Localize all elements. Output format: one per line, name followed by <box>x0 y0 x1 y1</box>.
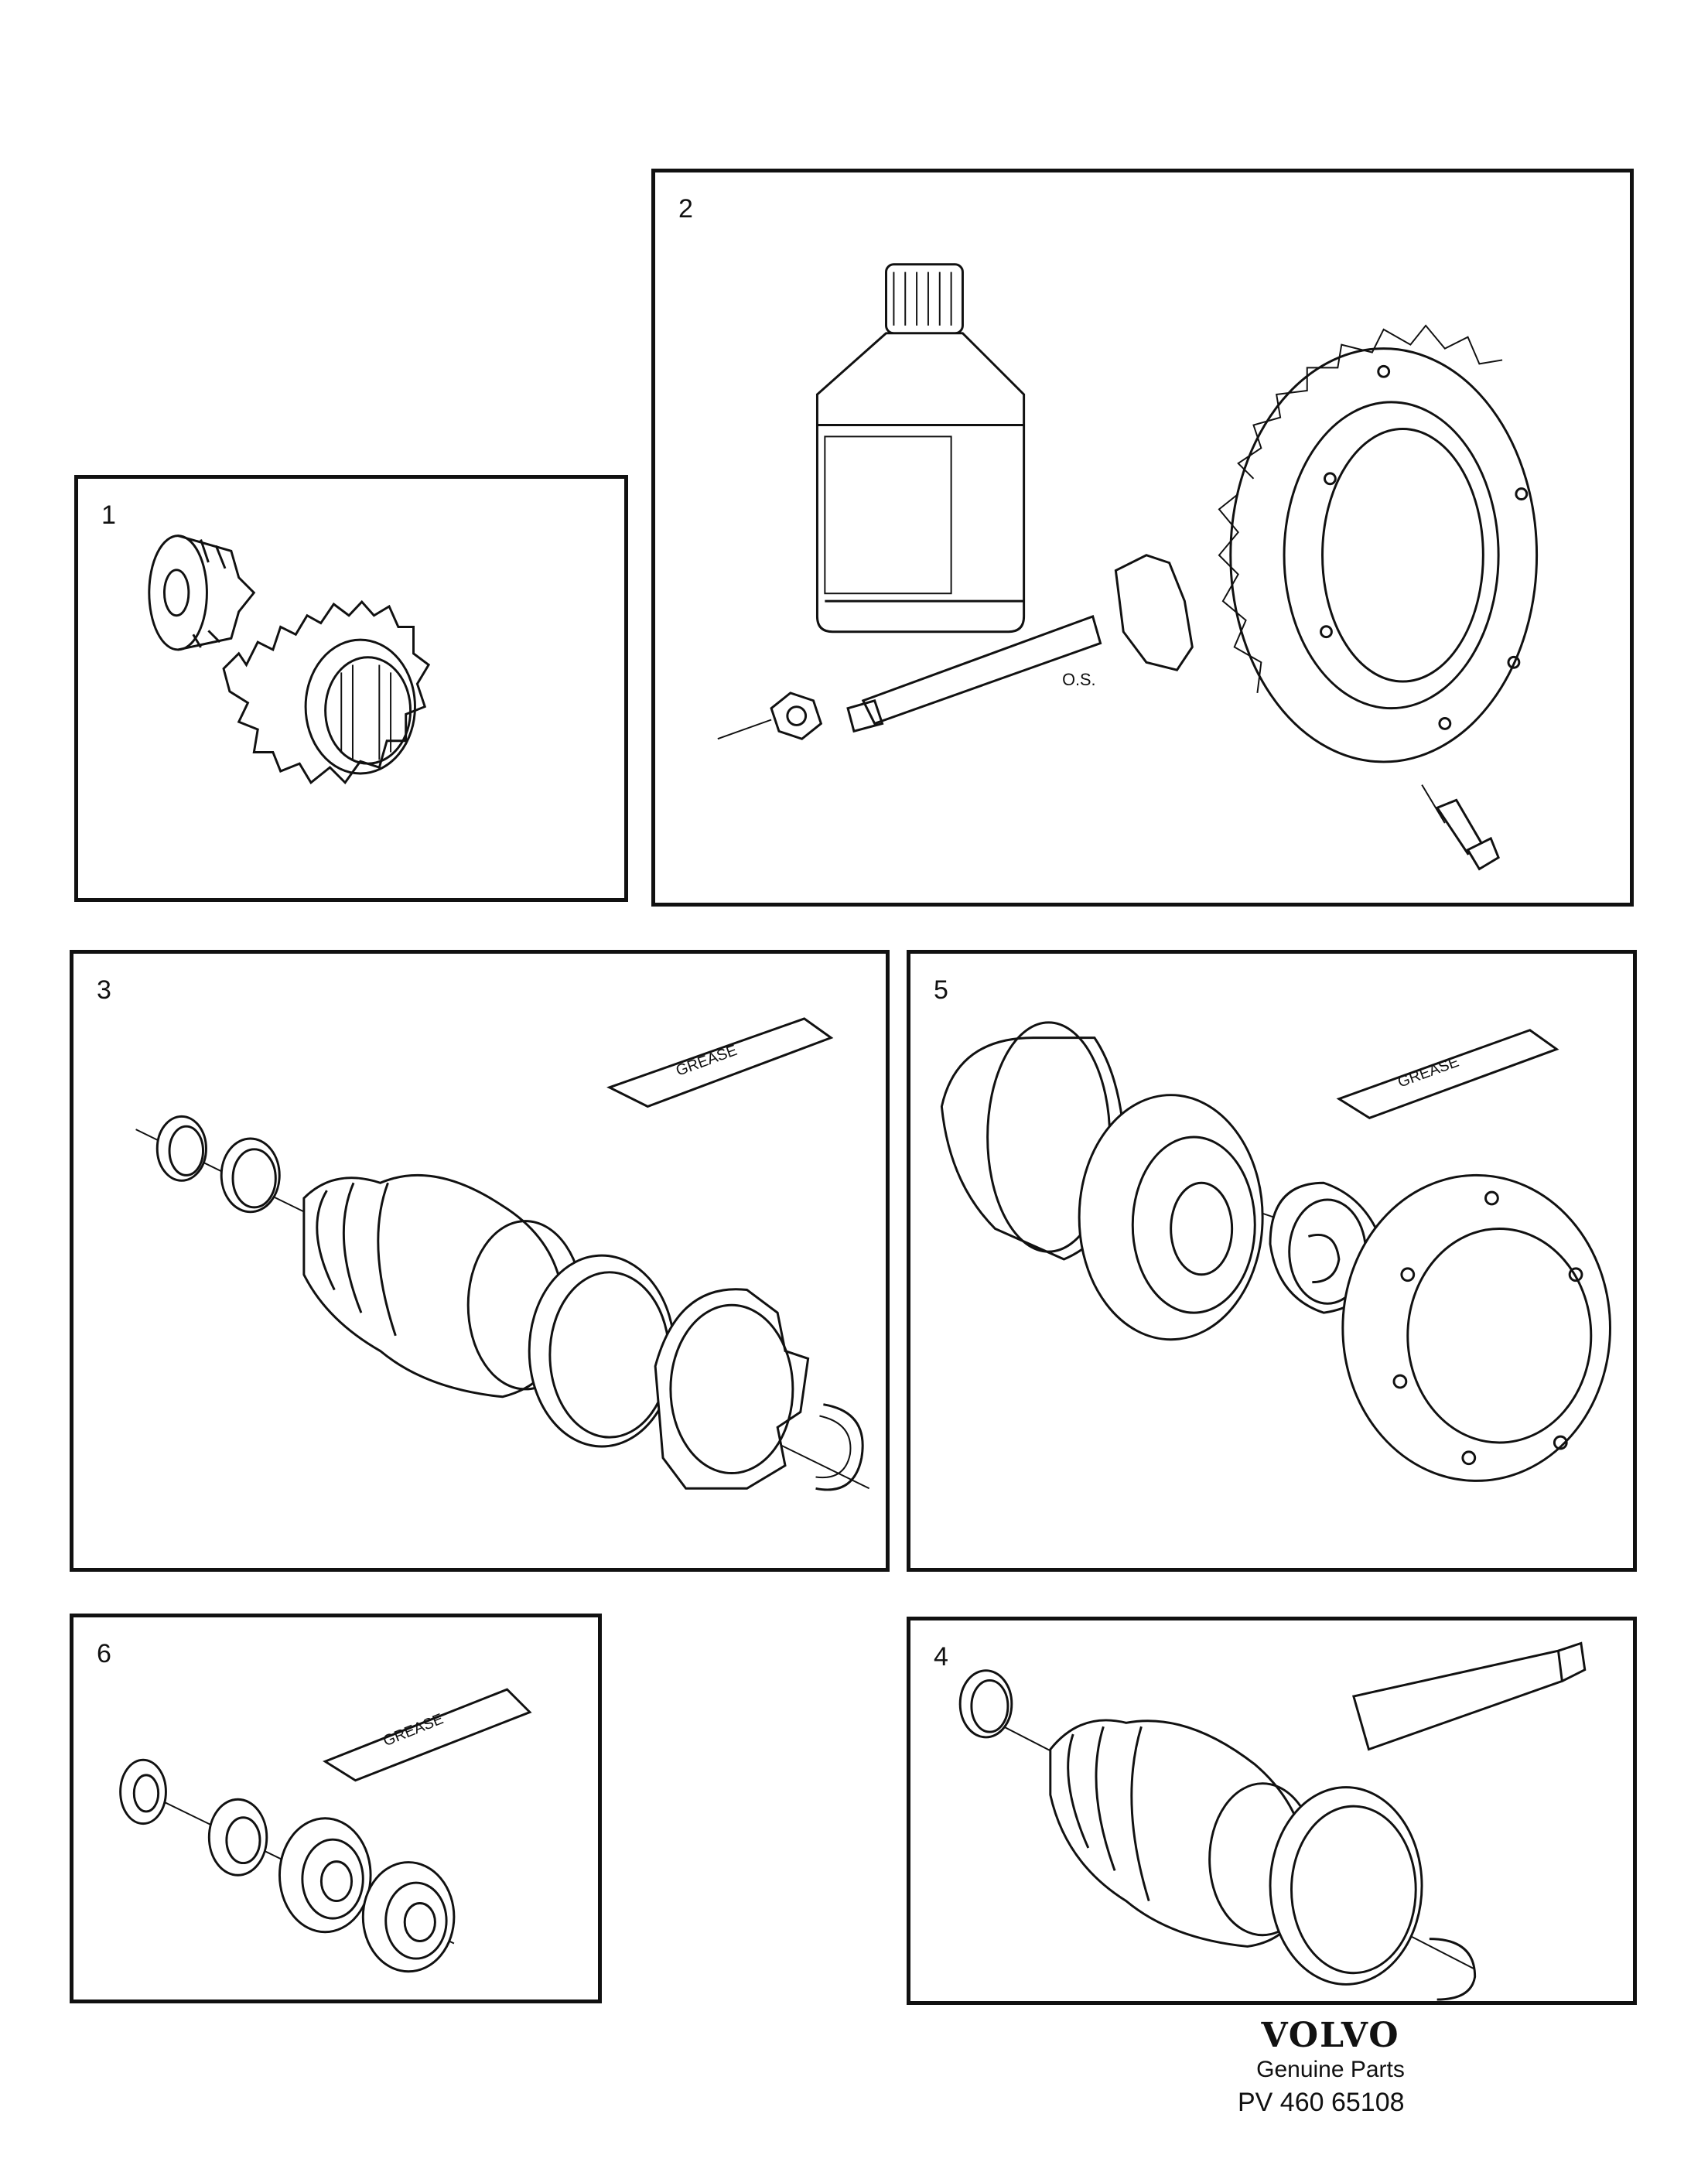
brand-block: VOLVO Genuine Parts PV 460 65108 <box>1238 2016 1423 2118</box>
oil-bottle-icon <box>815 263 1026 634</box>
panel-number: 2 <box>678 194 693 224</box>
panel-6: 6 GREASE <box>70 1614 602 2003</box>
grease-sachet-icon: GREASE <box>1336 1029 1559 1119</box>
circlip-icon <box>1307 1233 1341 1284</box>
panel-5: 5 GREASE <box>907 950 1637 1572</box>
clamp-ring-icon <box>1269 1786 1423 1986</box>
panel-number: 3 <box>97 975 111 1005</box>
pinion-gear-icon <box>148 534 256 651</box>
panel-3: 3 GREASE <box>70 950 890 1572</box>
circlip-icon <box>815 1403 864 1491</box>
bolt-icon <box>1421 784 1500 871</box>
cv-joint-icon <box>1078 1094 1264 1341</box>
panel-number: 4 <box>934 1642 948 1672</box>
gear-mark-label: O.S. <box>1062 670 1096 689</box>
bearing-kit-illustration: GREASE <box>119 1688 532 1973</box>
grease-sachet-icon: GREASE <box>606 1017 834 1108</box>
panel-2: 2 O.S. <box>651 169 1634 907</box>
panel-1: 1 <box>74 475 628 902</box>
cv-joint-kit-illustration: GREASE <box>940 1021 1611 1482</box>
cv-joint-icon <box>654 1288 810 1490</box>
seal-icon <box>119 1758 167 1825</box>
clamp-ring-icon <box>155 1115 281 1214</box>
hub-flange-icon <box>1341 1173 1611 1482</box>
boot-kit-tube-illustration <box>958 1641 1587 2001</box>
ring-gear-icon <box>1218 324 1539 763</box>
side-gear-icon <box>222 599 431 785</box>
differential-gears-illustration <box>148 534 431 785</box>
nut-icon <box>717 692 823 740</box>
panel-number: 1 <box>101 500 116 530</box>
grease-tube-icon <box>1352 1641 1587 1751</box>
pinion-shaft-icon: O.S. <box>846 554 1194 733</box>
publication-code: PV 460 65108 <box>1238 2088 1405 2117</box>
clamp-ring-icon <box>958 1669 1013 1739</box>
panel-number: 6 <box>97 1639 111 1668</box>
crown-wheel-pinion-illustration: O.S. <box>717 263 1539 871</box>
grease-sachet-icon: GREASE <box>323 1688 532 1782</box>
brand-subtitle: Genuine Parts <box>1256 2057 1405 2082</box>
clamp-ring-icon <box>528 1254 676 1448</box>
panel-number: 5 <box>934 975 948 1005</box>
circlip-icon <box>1429 1938 1477 2001</box>
volvo-logo: VOLVO <box>1261 2016 1400 2055</box>
bearing-icon <box>207 1798 456 1973</box>
boot-kit-illustration: GREASE <box>135 1017 870 1491</box>
panel-4: 4 <box>907 1617 1637 2005</box>
